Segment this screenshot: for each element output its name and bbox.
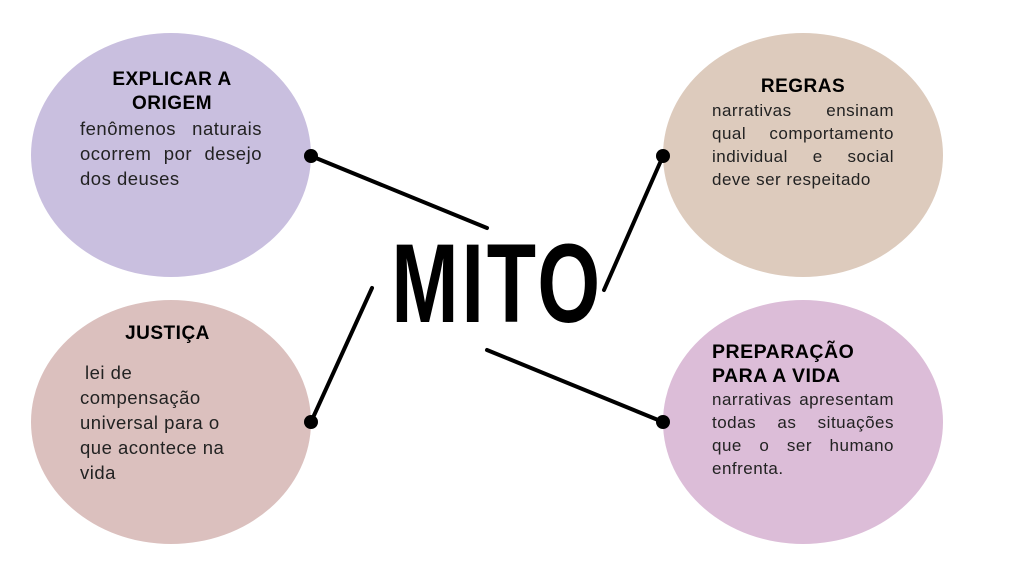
bubble-regras [663, 33, 943, 277]
node-title: REGRAS [760, 76, 846, 97]
node-regras: REGRAS narrativas ensinam qual comportam… [712, 75, 894, 191]
node-preparacao: PREPARAÇÃO PARA A VIDA narrativas aprese… [712, 340, 894, 480]
connector-preparacao [485, 348, 665, 424]
center-title: MITO [391, 221, 604, 346]
node-body: narrativas ensinam qual comportamento in… [712, 101, 894, 189]
connector-dot-origem [304, 149, 318, 163]
node-body: narrativas apresentam todas as situações… [712, 390, 894, 478]
connector-justica [309, 286, 374, 424]
bubble-preparacao [663, 300, 943, 544]
node-title: EXPLICAR A ORIGEM [112, 69, 232, 114]
node-origem: EXPLICAR A ORIGEM fenômenos naturais oco… [80, 68, 262, 191]
bubble-justica [31, 300, 311, 544]
connector-dot-preparacao [656, 415, 670, 429]
node-body: fenômenos naturais ocorrem por desejo do… [80, 118, 262, 189]
connector-origem [309, 154, 489, 230]
bubble-explicar-origem [31, 33, 311, 277]
connector-regras [602, 154, 665, 292]
node-title: JUSTIÇA [125, 323, 210, 344]
node-justica: JUSTIÇA lei de compensação universal par… [80, 322, 255, 485]
connector-dot-justica [304, 415, 318, 429]
node-title: PREPARAÇÃO PARA A VIDA [712, 341, 855, 387]
connector-dot-regras [656, 149, 670, 163]
node-body: lei de compensação universal para o que … [80, 362, 225, 483]
